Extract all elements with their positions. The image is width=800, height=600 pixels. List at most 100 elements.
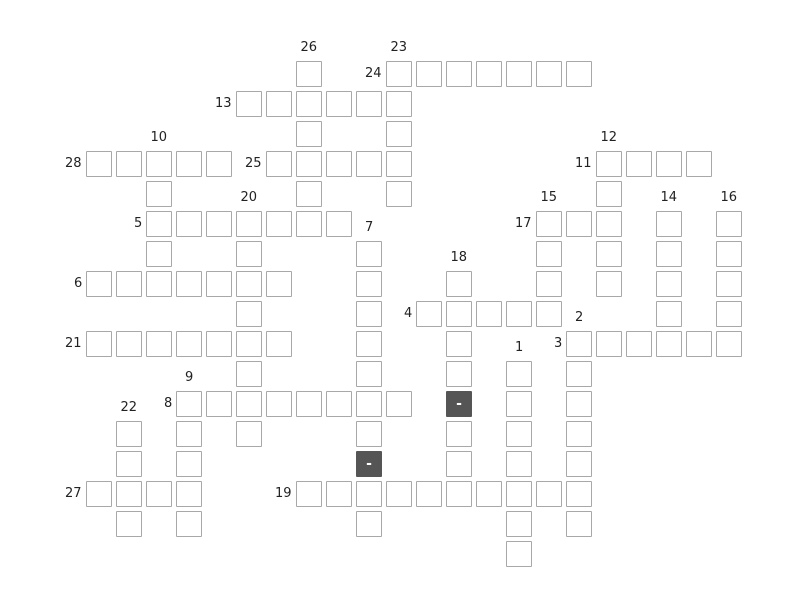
crossword-cell[interactable] [326, 151, 352, 177]
crossword-cell[interactable] [176, 271, 202, 297]
crossword-cell[interactable] [356, 271, 382, 297]
crossword-cell[interactable] [566, 361, 592, 387]
crossword-cell[interactable] [566, 331, 592, 357]
crossword-cell[interactable] [116, 511, 142, 537]
crossword-cell[interactable] [596, 241, 622, 267]
crossword-cell[interactable] [296, 61, 322, 87]
crossword-cell[interactable] [656, 211, 682, 237]
crossword-cell[interactable] [146, 241, 172, 267]
crossword-cell[interactable] [626, 331, 652, 357]
crossword-cell[interactable] [176, 331, 202, 357]
crossword-cell[interactable] [236, 301, 262, 327]
crossword-cell[interactable] [206, 391, 232, 417]
crossword-cell[interactable] [146, 151, 172, 177]
crossword-cell[interactable] [716, 211, 742, 237]
crossword-cell[interactable] [266, 391, 292, 417]
crossword-cell[interactable] [356, 361, 382, 387]
crossword-cell[interactable] [296, 121, 322, 147]
crossword-cell[interactable] [356, 151, 382, 177]
crossword-cell[interactable] [296, 181, 322, 207]
crossword-cell[interactable] [446, 361, 472, 387]
crossword-cell[interactable] [176, 511, 202, 537]
crossword-cell[interactable] [386, 151, 412, 177]
crossword-cell[interactable] [236, 331, 262, 357]
crossword-cell[interactable] [536, 241, 562, 267]
crossword-cell[interactable] [326, 91, 352, 117]
crossword-cell[interactable] [506, 361, 532, 387]
crossword-cell[interactable] [596, 331, 622, 357]
crossword-cell[interactable] [236, 241, 262, 267]
crossword-cell[interactable] [566, 61, 592, 87]
crossword-cell[interactable] [506, 541, 532, 567]
crossword-cell[interactable] [446, 451, 472, 477]
crossword-cell[interactable] [296, 91, 322, 117]
crossword-cell[interactable] [566, 391, 592, 417]
crossword-cell[interactable] [476, 481, 502, 507]
crossword-cell[interactable] [596, 211, 622, 237]
crossword-cell[interactable] [206, 331, 232, 357]
filled-cell[interactable]: - [356, 451, 382, 477]
crossword-cell[interactable] [596, 271, 622, 297]
crossword-cell[interactable] [236, 391, 262, 417]
crossword-cell[interactable] [116, 151, 142, 177]
crossword-cell[interactable] [176, 151, 202, 177]
crossword-cell[interactable] [356, 301, 382, 327]
crossword-cell[interactable] [356, 511, 382, 537]
crossword-cell[interactable] [236, 361, 262, 387]
crossword-cell[interactable] [356, 91, 382, 117]
crossword-cell[interactable] [356, 331, 382, 357]
crossword-cell[interactable] [536, 301, 562, 327]
crossword-cell[interactable] [206, 211, 232, 237]
crossword-cell[interactable] [356, 421, 382, 447]
crossword-cell[interactable] [206, 151, 232, 177]
crossword-cell[interactable] [506, 61, 532, 87]
crossword-cell[interactable] [296, 391, 322, 417]
crossword-cell[interactable] [446, 421, 472, 447]
crossword-cell[interactable] [176, 421, 202, 447]
crossword-cell[interactable] [656, 151, 682, 177]
crossword-cell[interactable] [626, 151, 652, 177]
crossword-cell[interactable] [476, 301, 502, 327]
crossword-cell[interactable] [446, 271, 472, 297]
crossword-cell[interactable] [506, 391, 532, 417]
crossword-cell[interactable] [386, 121, 412, 147]
crossword-cell[interactable] [296, 211, 322, 237]
crossword-cell[interactable] [176, 211, 202, 237]
crossword-cell[interactable] [506, 451, 532, 477]
crossword-cell[interactable] [446, 61, 472, 87]
crossword-cell[interactable] [266, 211, 292, 237]
crossword-cell[interactable] [146, 271, 172, 297]
crossword-cell[interactable] [176, 391, 202, 417]
crossword-cell[interactable] [86, 271, 112, 297]
crossword-cell[interactable] [386, 391, 412, 417]
crossword-cell[interactable] [446, 331, 472, 357]
crossword-cell[interactable] [446, 481, 472, 507]
crossword-cell[interactable] [236, 91, 262, 117]
crossword-cell[interactable] [176, 451, 202, 477]
crossword-cell[interactable] [686, 151, 712, 177]
crossword-cell[interactable] [386, 91, 412, 117]
crossword-cell[interactable] [266, 151, 292, 177]
crossword-cell[interactable] [566, 481, 592, 507]
crossword-cell[interactable] [326, 391, 352, 417]
crossword-cell[interactable] [506, 421, 532, 447]
crossword-cell[interactable] [566, 421, 592, 447]
crossword-cell[interactable] [656, 331, 682, 357]
crossword-cell[interactable] [326, 481, 352, 507]
crossword-cell[interactable] [116, 421, 142, 447]
crossword-cell[interactable] [206, 271, 232, 297]
crossword-cell[interactable] [116, 481, 142, 507]
crossword-cell[interactable] [296, 151, 322, 177]
crossword-cell[interactable] [716, 241, 742, 267]
crossword-cell[interactable] [116, 271, 142, 297]
crossword-cell[interactable] [566, 211, 592, 237]
crossword-cell[interactable] [266, 271, 292, 297]
crossword-cell[interactable] [146, 331, 172, 357]
crossword-cell[interactable] [446, 301, 472, 327]
crossword-cell[interactable] [536, 211, 562, 237]
crossword-cell[interactable] [566, 451, 592, 477]
crossword-cell[interactable] [356, 241, 382, 267]
crossword-cell[interactable] [116, 451, 142, 477]
crossword-cell[interactable] [236, 421, 262, 447]
crossword-cell[interactable] [416, 301, 442, 327]
